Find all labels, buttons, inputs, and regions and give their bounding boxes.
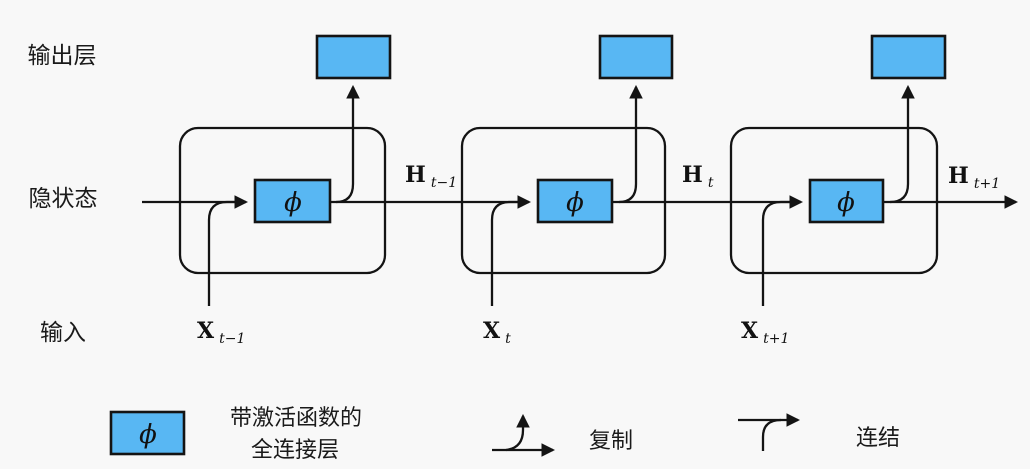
output-box-t-plus-1 — [870, 34, 947, 80]
output-box-t-minus-1 — [315, 34, 392, 80]
output-layer-boxes — [315, 34, 947, 80]
legend-fc-label-line1: 带激活函数的 — [230, 406, 362, 431]
legend-phi-symbol: ϕ — [139, 420, 157, 450]
hidden-label-t: H t — [682, 162, 714, 191]
input-concat-wire-3 — [761, 200, 794, 306]
legend-copy-up-arrow — [505, 413, 530, 452]
fc-box-t-plus-1 — [808, 178, 885, 224]
fc-layer-boxes: ϕ ϕ ϕ — [253, 178, 885, 224]
output-copy-wire-3 — [889, 84, 915, 204]
cell-frame-t-minus-1 — [178, 126, 387, 275]
output-layer-row-label: 输出层 — [28, 43, 97, 69]
legend-copy-label: 复制 — [589, 429, 633, 454]
legend-copy-icon — [492, 413, 556, 457]
phi-symbol-3: ϕ — [837, 188, 855, 218]
row-labels: 输出层 隐状态 输入 — [28, 43, 98, 346]
input-row-label: 输入 — [40, 320, 86, 346]
input-concat-wire-2 — [490, 200, 523, 306]
output-box-t — [598, 34, 674, 80]
input-concat-wire-1 — [207, 200, 240, 306]
input-label-t-minus-1: X t−1 — [197, 318, 245, 347]
legend: ϕ 带激活函数的 全连接层 复制 连结 — [109, 406, 900, 463]
phi-symbol-1: ϕ — [284, 188, 302, 218]
cell-frame-t — [460, 126, 667, 275]
hidden-state-labels: H t−1 H t H t+1 — [405, 162, 1000, 192]
legend-fc-box — [109, 410, 186, 456]
phi-symbol-2: ϕ — [566, 188, 584, 218]
cell-frame-t-plus-1 — [729, 126, 939, 275]
legend-concat-icon — [738, 413, 801, 451]
output-copy-wire-1 — [335, 84, 360, 204]
input-label-t: X t — [483, 318, 511, 347]
wires — [142, 84, 1019, 306]
input-label-t-plus-1: X t+1 — [741, 318, 789, 347]
fc-box-t-minus-1 — [253, 178, 332, 224]
legend-fc-label-line2: 全连接层 — [251, 438, 339, 463]
hidden-state-row-label: 隐状态 — [29, 186, 98, 212]
fc-box-t — [536, 178, 614, 224]
hidden-label-t-minus-1: H t−1 — [405, 162, 457, 191]
legend-concat-vertical-wire — [761, 418, 782, 451]
hidden-label-t-plus-1: H t+1 — [948, 163, 1000, 192]
input-labels: X t−1 X t X t+1 — [197, 318, 789, 347]
output-copy-wire-2 — [618, 84, 643, 204]
legend-concat-label: 连结 — [856, 426, 900, 451]
cell-frames — [178, 126, 939, 275]
